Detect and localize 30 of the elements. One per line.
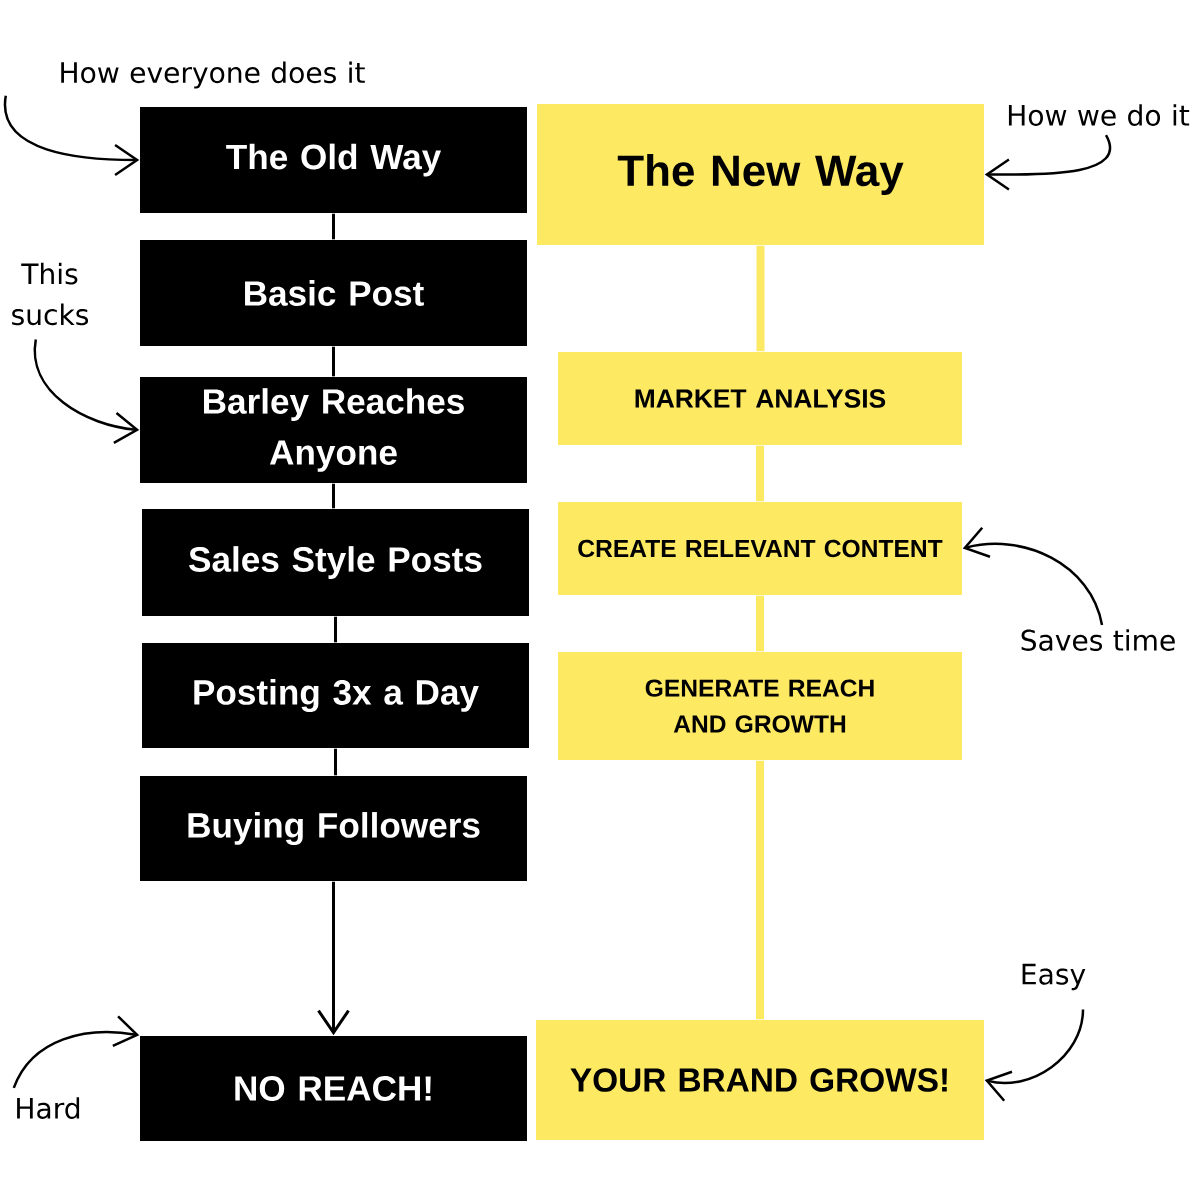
process-box: MARKET ANALYSIS: [558, 352, 962, 445]
curved-arrow: [4, 95, 140, 177]
process-box: Posting 3x a Day: [142, 643, 529, 748]
handwritten-note: How everyone does it: [61, 61, 365, 89]
curved-arrow: [33, 339, 140, 444]
handwritten-note: Easy: [1022, 963, 1086, 991]
connector-line: [332, 346, 335, 377]
connector-line: [334, 748, 337, 776]
process-box: YOUR BRAND GROWS!: [536, 1020, 984, 1140]
curved-arrow: [984, 1009, 1085, 1102]
process-box: The Old Way: [140, 107, 527, 213]
process-box: Barley Reaches Anyone: [140, 377, 527, 483]
curved-arrow: [984, 134, 1111, 191]
process-box: Buying Followers: [140, 776, 527, 881]
process-box: NO REACH!: [140, 1036, 527, 1141]
handwritten-note: This sucks: [12, 262, 89, 326]
process-box: CREATE RELEVANT CONTENT: [558, 502, 962, 595]
process-box: Basic Post: [140, 240, 527, 346]
arrow: [317, 881, 350, 1036]
connector-line: [334, 616, 337, 643]
handwritten-note: How we do it: [1008, 104, 1190, 126]
handwritten-note: Saves time: [1021, 629, 1175, 651]
connector-line: [332, 483, 335, 509]
curved-arrow: [962, 526, 1104, 626]
process-box: GENERATE REACH AND GROWTH: [558, 652, 962, 760]
connector-line: [332, 213, 335, 240]
curved-arrow: [12, 1015, 140, 1089]
handwritten-note: Hard: [17, 1097, 80, 1119]
process-box: The New Way: [537, 104, 984, 245]
process-box: Sales Style Posts: [142, 509, 529, 616]
